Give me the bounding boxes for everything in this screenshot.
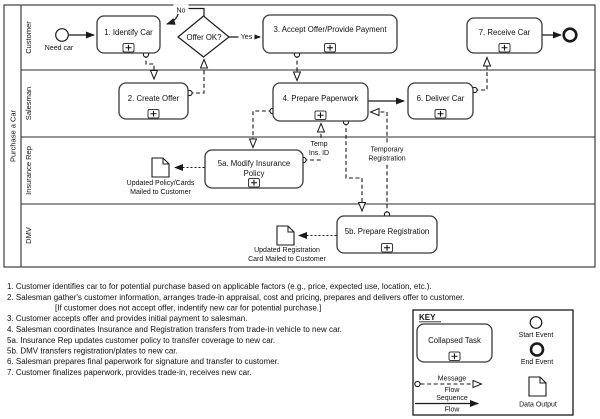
lane-label-salesman: Salesman xyxy=(24,87,33,120)
lane-label-insurance-rep: Insurance Rep xyxy=(24,146,33,195)
key-end-event-icon xyxy=(529,342,545,357)
task-receive-car xyxy=(466,17,543,54)
collapsed-subprocess-icon xyxy=(314,110,327,120)
message-task5a-to-task4 xyxy=(303,124,322,161)
lane-label-dmv: DMV xyxy=(24,227,33,244)
message-flows xyxy=(142,51,488,218)
task-modify-insurance-policy xyxy=(204,149,304,189)
collapsed-subprocess-icon xyxy=(434,109,447,119)
lane-label-customer: Customer xyxy=(24,21,33,54)
task-identify-car xyxy=(96,15,161,54)
lane-dmv-shapes: 5b. Prepare Registration Updated Registr… xyxy=(248,144,438,263)
message-label-temp-ins-2: Ins. ID xyxy=(309,150,329,157)
data-associations xyxy=(174,164,337,239)
note-line: 4. Salesman coordinates Insurance and Re… xyxy=(7,325,342,334)
yes-label-bg xyxy=(238,31,255,41)
note-line: 5a. Insurance Rep updates customer polic… xyxy=(7,336,275,345)
process-notes: 1. Customer identifies car to for potent… xyxy=(7,282,465,377)
message-task6-to-task7 xyxy=(474,58,488,91)
lane-customer-shapes: Need car 1. Identify Car Offer OK? No Ye… xyxy=(45,4,578,58)
data-output-policy-label-1: Updated Policy/Cards xyxy=(127,180,195,187)
data-output-registration-icon xyxy=(276,225,295,246)
key-sequence-flow-label-1: Sequence xyxy=(436,395,468,402)
collapsed-subprocess-icon xyxy=(498,43,511,53)
note-line: 3. Customer accepts offer and provides i… xyxy=(7,314,247,323)
pool-title: Purchase a Car xyxy=(9,109,18,162)
note-line: 2. Salesman gather's customer informatio… xyxy=(7,293,465,302)
note-line: 6. Salesman prepares final paperwork for… xyxy=(7,357,279,366)
task-modify-insurance-label-2: Policy xyxy=(244,169,265,178)
start-event-icon xyxy=(55,28,69,42)
pool-border xyxy=(3,4,596,268)
end-event-icon xyxy=(562,27,578,43)
task-create-offer xyxy=(118,82,189,120)
collapsed-subprocess-icon xyxy=(381,243,393,253)
task-deliver-car xyxy=(407,82,474,120)
key-collapsed-task-icon xyxy=(416,323,493,363)
task-create-offer-label: 2. Create Offer xyxy=(128,94,180,103)
task-prepare-paperwork-label: 4. Prepare Paperwork xyxy=(283,94,359,103)
task-prepare-registration xyxy=(336,215,438,254)
collapsed-subprocess-icon xyxy=(122,43,135,53)
key-data-output-icon xyxy=(528,376,547,397)
gateway-no-label: No xyxy=(177,8,186,15)
data-output-policy-label-2: Mailed to Customer xyxy=(130,189,191,196)
note-line: [If customer does not accept offer, inde… xyxy=(55,304,321,313)
key-collapsed-task-label: Collapsed Task xyxy=(428,336,481,345)
task-receive-car-label: 7. Receive Car xyxy=(479,28,531,37)
lane-salesman-shapes: 2. Create Offer 4. Prepare Paperwork 6. … xyxy=(118,82,474,122)
pool: Purchase a Car Customer Salesman Insuran… xyxy=(3,4,596,268)
note-line: 7. Customer finalizes paperwork, provide… xyxy=(7,368,252,377)
key-message-flow-label-2: Flow xyxy=(445,387,461,394)
task-identify-car-label: 1. Identify Car xyxy=(104,28,153,37)
data-output-policy-icon xyxy=(151,157,170,178)
collapsed-subprocess-icon xyxy=(448,351,461,361)
data-output-registration-label-2: Card Mailed to Customer xyxy=(248,256,326,263)
message-label-temp-reg-1: Temporary xyxy=(370,147,404,154)
task-accept-offer xyxy=(262,14,398,54)
start-event-label: Need car xyxy=(45,45,74,52)
task-modify-insurance-label-1: 5a. Modify Insurance xyxy=(218,159,290,168)
message-label-temp-ins-1: Temp xyxy=(310,141,327,148)
task-deliver-car-label: 6. Deliver Car xyxy=(417,94,465,103)
no-label-bg xyxy=(173,4,189,14)
temporary-registration-label-bg xyxy=(364,144,410,163)
task-prepare-registration-label: 5b. Prepare Registration xyxy=(345,227,430,236)
task-accept-offer-label: 3. Accept Offer/Provide Payment xyxy=(274,25,388,34)
key-end-event-label: End Event xyxy=(521,359,553,366)
data-output-registration-label-1: Updated Registration xyxy=(254,247,320,254)
key-start-event-label: Start Event xyxy=(519,332,554,339)
key-title: KEY xyxy=(419,313,436,322)
collapsed-subprocess-icon xyxy=(147,109,160,119)
message-task4-to-task5b xyxy=(345,121,362,211)
task-prepare-paperwork xyxy=(272,82,369,122)
key-start-event-icon xyxy=(529,316,543,329)
key-data-output-label: Data Output xyxy=(519,402,557,409)
key-message-flow-label-1: Message xyxy=(438,376,467,383)
gateway-offer-ok xyxy=(177,15,230,58)
message-label-temp-reg-2: Registration xyxy=(368,156,405,163)
note-line: 1. Customer identifies car to for potent… xyxy=(7,282,432,291)
gateway-offer-ok-label: Offer OK? xyxy=(187,33,223,42)
key-sequence-flow-label-2: Flow xyxy=(445,407,461,414)
collapsed-subprocess-icon xyxy=(324,43,336,53)
note-line: 5b. DMV transfers registration/plates to… xyxy=(7,347,178,356)
message-task4-to-task5a xyxy=(253,110,273,147)
message-task5b-to-task4 xyxy=(371,112,388,215)
gateway-yes-label: Yes xyxy=(241,34,253,41)
collapsed-subprocess-icon xyxy=(248,178,260,188)
key-message-source-dot xyxy=(414,380,421,388)
temp-ins-label-bg xyxy=(306,138,334,158)
message-task1-to-task2 xyxy=(145,54,154,79)
message-task2-to-gateway xyxy=(189,60,205,94)
lane-insurance-shapes: 5a. Modify Insurance Policy Updated Poli… xyxy=(127,138,334,196)
legend-key: KEY Collapsed Task Start Event End Event… xyxy=(412,309,574,416)
